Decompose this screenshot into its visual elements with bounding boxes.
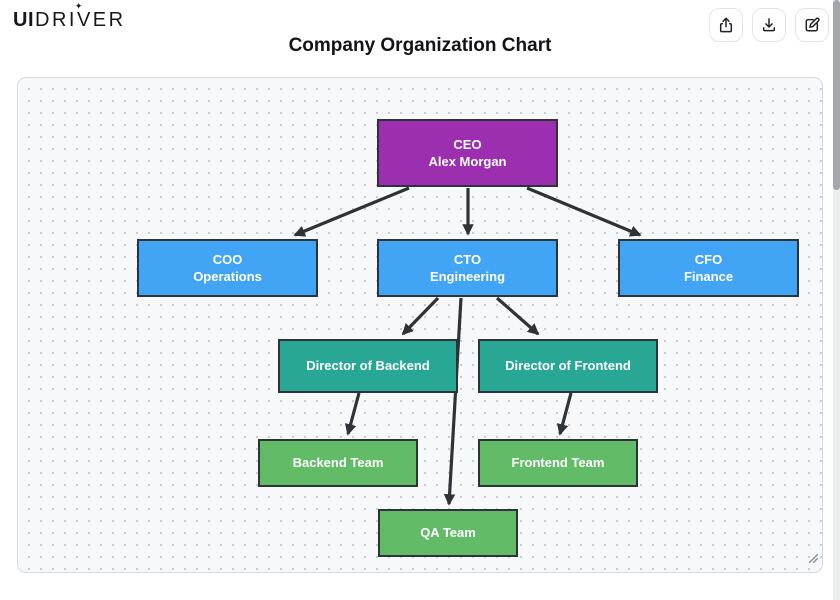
- scrollbar-thumb[interactable]: [833, 0, 840, 190]
- org-node-backend-team[interactable]: Backend Team: [258, 439, 418, 487]
- org-node-label: Director of Backend: [306, 358, 430, 374]
- org-node-label: Director of Frontend: [505, 358, 631, 374]
- toolbar: [709, 8, 829, 42]
- download-icon: [760, 16, 778, 34]
- org-node-ceo[interactable]: CEO Alex Morgan: [377, 119, 558, 187]
- org-edge-cto-to-dir-frontend: [495, 296, 540, 336]
- org-edge-cto-to-dir-backend: [401, 296, 440, 336]
- org-node-dir-backend[interactable]: Director of Backend: [278, 339, 458, 393]
- sparkle-icon: ✦: [74, 1, 83, 11]
- org-node-label: Finance: [683, 269, 734, 284]
- org-node-label: Alex Morgan: [428, 154, 507, 169]
- scrollbar-track[interactable]: [833, 0, 840, 600]
- edit-icon: [803, 16, 821, 34]
- logo-driver-text: DRIVER✦: [35, 1, 126, 31]
- org-edge-cto-to-qa-team: [443, 297, 463, 506]
- org-node-label: CTO: [453, 251, 482, 267]
- org-edge-dir-backend-to-backend-team: [344, 392, 361, 436]
- org-node-label: Operations: [193, 269, 262, 284]
- org-edges-svg: [293, 186, 642, 506]
- org-node-cto[interactable]: CTO Engineering: [377, 239, 558, 297]
- org-node-label: Backend Team: [292, 455, 384, 471]
- org-edge-ceo-to-cfo: [526, 186, 642, 237]
- org-edge-dir-frontend-to-frontend-team: [556, 392, 573, 436]
- org-node-cfo[interactable]: CFO Finance: [618, 239, 799, 297]
- app-logo: UI DRIVER✦: [13, 1, 126, 32]
- org-node-label: Frontend Team: [511, 455, 605, 471]
- share-button[interactable]: [709, 8, 743, 42]
- org-edge-ceo-to-coo: [293, 186, 410, 237]
- resize-handle[interactable]: [806, 551, 819, 569]
- org-node-dir-frontend[interactable]: Director of Frontend: [478, 339, 658, 393]
- download-button[interactable]: [752, 8, 786, 42]
- org-node-coo[interactable]: COO Operations: [137, 239, 318, 297]
- org-node-qa-team[interactable]: QA Team: [378, 509, 518, 557]
- page-title: Company Organization Chart: [288, 35, 552, 56]
- org-node-label: Engineering: [429, 269, 506, 284]
- edit-button[interactable]: [795, 8, 829, 42]
- org-node-label: CFO: [694, 251, 723, 267]
- org-node-label: QA Team: [420, 525, 476, 541]
- share-icon: [717, 16, 735, 34]
- org-node-label: COO: [212, 251, 243, 267]
- org-node-frontend-team[interactable]: Frontend Team: [478, 439, 638, 487]
- logo-ui-text: UI: [13, 9, 34, 31]
- org-node-label: CEO: [453, 136, 482, 152]
